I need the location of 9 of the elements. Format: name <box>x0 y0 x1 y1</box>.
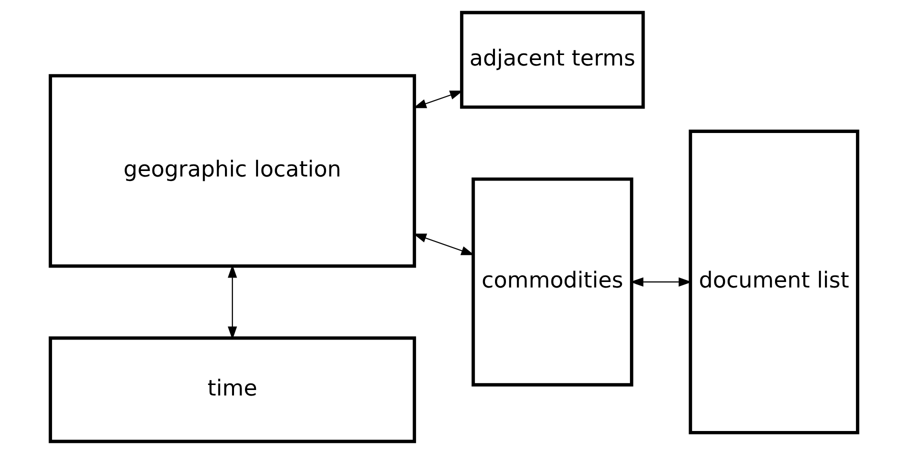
arrow <box>228 264 238 340</box>
node-box: commodities <box>472 178 634 386</box>
arrow <box>413 234 474 256</box>
arrow <box>630 277 692 287</box>
node-box: geographic location <box>48 74 416 268</box>
arrow <box>413 90 464 108</box>
node-box: time <box>48 336 416 444</box>
node-box: adjacent terms <box>460 10 645 109</box>
node-box: document list <box>688 130 860 434</box>
